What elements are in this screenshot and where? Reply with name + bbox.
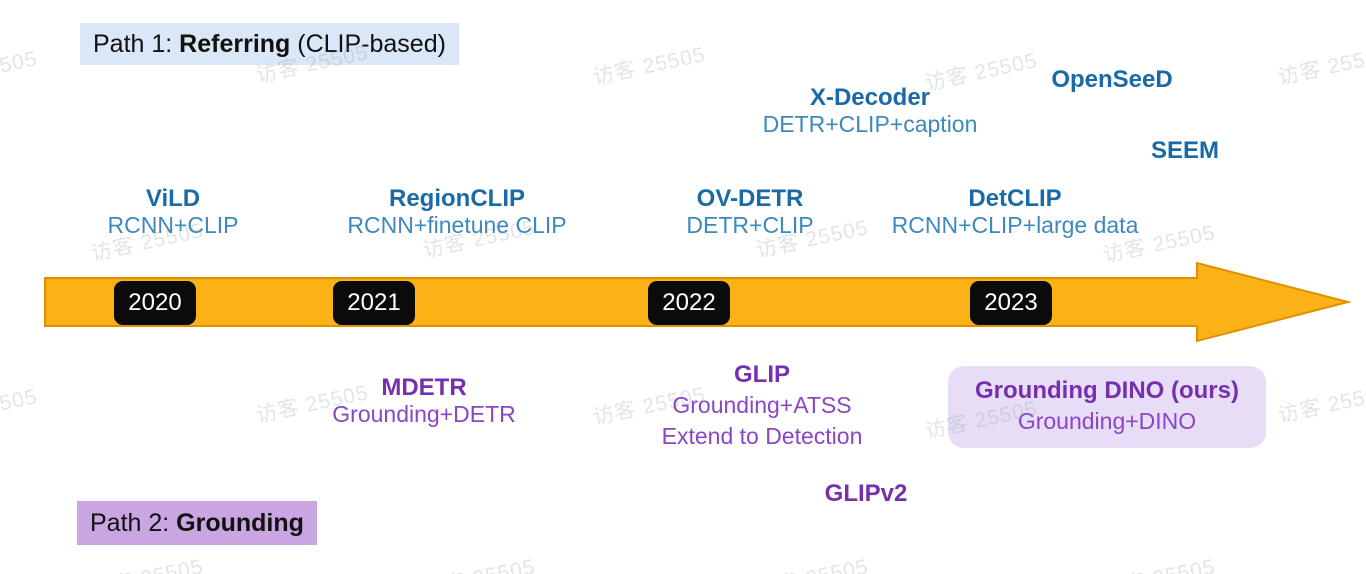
path2-keyword: Grounding xyxy=(176,508,304,537)
path2-prefix: Path 2: xyxy=(90,508,177,537)
entry-detclip: DetCLIP RCNN+CLIP+large data xyxy=(892,185,1139,239)
entry-mdetr-subtitle: Grounding+DETR xyxy=(332,401,516,427)
path2-label: Path 2: Grounding xyxy=(77,501,317,545)
entry-vild-subtitle: RCNN+CLIP xyxy=(107,212,239,238)
entry-detclip-subtitle: RCNN+CLIP+large data xyxy=(891,212,1139,238)
path1-prefix: Path 1: xyxy=(93,29,180,58)
year-badge-2023: 2023 xyxy=(970,281,1052,325)
entry-seem: SEEM xyxy=(1151,137,1219,164)
entry-seem-title: SEEM xyxy=(1150,137,1220,164)
year-badge-2022: 2022 xyxy=(648,281,730,325)
path1-suffix: (CLIP-based) xyxy=(290,29,446,58)
entry-ovdetr: OV-DETR DETR+CLIP xyxy=(686,185,813,239)
entry-openseed: OpenSeeD xyxy=(1051,66,1172,93)
entry-glip-subtitle1: Grounding+ATSS xyxy=(672,392,852,418)
entry-ovdetr-title: OV-DETR xyxy=(696,185,804,212)
entry-glip-subtitle2: Extend to Detection xyxy=(661,423,863,449)
year-badge-2020: 2020 xyxy=(114,281,196,325)
entry-mdetr-title: MDETR xyxy=(381,374,467,401)
path1-keyword: Referring xyxy=(179,29,291,58)
entry-vild-title: ViLD xyxy=(145,185,201,212)
entry-xdecoder-subtitle: DETR+CLIP+caption xyxy=(762,111,978,137)
entry-regionclip: RegionCLIP RCNN+finetune CLIP xyxy=(347,185,566,239)
year-badge-2021: 2021 xyxy=(333,281,415,325)
entry-grounding-dino-subtitle: Grounding+DINO xyxy=(1017,408,1197,434)
entry-glip-title: GLIP xyxy=(733,361,791,388)
entry-regionclip-subtitle: RCNN+finetune CLIP xyxy=(347,212,567,238)
entry-mdetr: MDETR Grounding+DETR xyxy=(332,374,515,428)
entry-xdecoder: X-Decoder DETR+CLIP+caption xyxy=(763,84,978,138)
entry-openseed-title: OpenSeeD xyxy=(1051,66,1173,93)
entry-detclip-title: DetCLIP xyxy=(968,185,1062,212)
entry-vild: ViLD RCNN+CLIP xyxy=(107,185,238,239)
entry-glipv2: GLIPv2 xyxy=(825,480,908,507)
entry-xdecoder-title: X-Decoder xyxy=(809,84,931,111)
path1-label: Path 1: Referring (CLIP-based) xyxy=(80,23,459,65)
entry-glipv2-title: GLIPv2 xyxy=(824,480,908,507)
entry-grounding-dino-box: Grounding DINO (ours) Grounding+DINO xyxy=(948,366,1266,448)
entry-glip: GLIP Grounding+ATSS Extend to Detection xyxy=(662,359,863,452)
entry-regionclip-title: RegionCLIP xyxy=(389,185,525,212)
entry-ovdetr-subtitle: DETR+CLIP xyxy=(686,212,814,238)
entry-grounding-dino-title: Grounding DINO (ours) xyxy=(975,377,1239,404)
